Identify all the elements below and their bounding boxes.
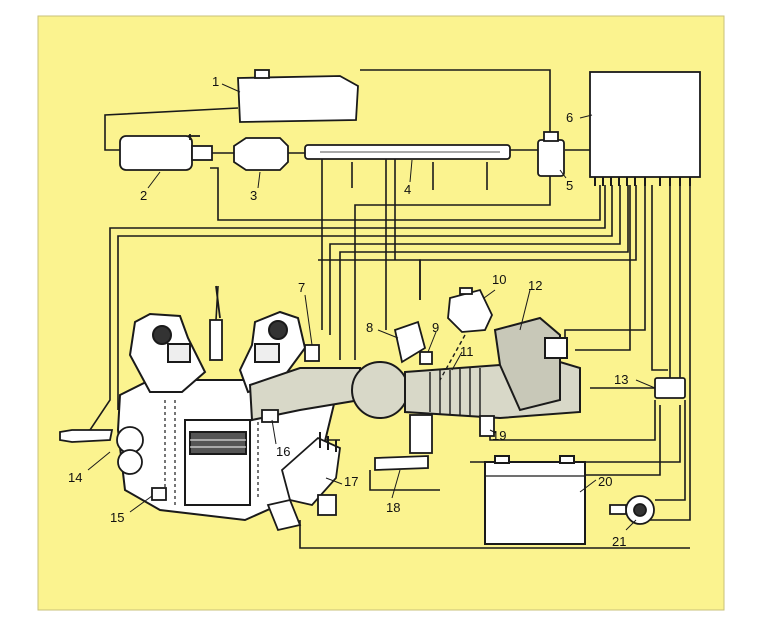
speed-sensor (151, 487, 167, 501)
pressure-regulator (537, 131, 565, 177)
callout-19: 19 (492, 428, 506, 443)
callout-11: 11 (460, 344, 474, 359)
electronic-control-unit (589, 71, 701, 186)
callout-labels: 1 2 3 4 5 6 7 8 9 10 11 12 13 14 15 16 1… (68, 74, 628, 549)
throttle-valve (479, 415, 495, 437)
callout-14: 14 (68, 470, 82, 485)
idle-air-valve (439, 334, 466, 381)
main-relay (654, 377, 686, 399)
battery (484, 455, 586, 545)
fuel-injector (374, 414, 433, 471)
fuel-tank (237, 69, 359, 123)
throttle-switch (419, 351, 433, 365)
auxiliary-air-valve (304, 344, 320, 362)
fuel-filter (233, 137, 289, 171)
left-cylinder-head (128, 312, 207, 393)
fuel-pump (119, 134, 213, 171)
callout-20: 20 (598, 474, 612, 489)
air-flow-meter (493, 316, 568, 412)
callout-leaders (87, 83, 656, 531)
air-flow-sensor (447, 287, 493, 333)
callout-13: 13 (614, 372, 628, 387)
callout-5: 5 (566, 178, 573, 193)
cold-start-valve (393, 320, 427, 364)
ignition-switch (609, 495, 655, 525)
callout-2: 2 (140, 188, 147, 203)
callout-16: 16 (276, 444, 290, 459)
callout-21: 21 (612, 534, 626, 549)
callout-7: 7 (298, 280, 305, 295)
callout-18: 18 (386, 500, 400, 515)
callout-10: 10 (492, 272, 506, 287)
fuel-rail (304, 144, 511, 160)
callout-3: 3 (250, 188, 257, 203)
coolant-sensor (261, 409, 279, 423)
callout-4: 4 (404, 182, 411, 197)
callout-6: 6 (566, 110, 573, 125)
right-cylinder-head (238, 310, 307, 394)
callout-1: 1 (212, 74, 219, 89)
callout-17: 17 (344, 474, 358, 489)
callout-8: 8 (366, 320, 373, 335)
lambda-sensor (209, 285, 223, 361)
temperature-sensor (59, 426, 144, 475)
callout-15: 15 (110, 510, 124, 525)
callout-9: 9 (432, 320, 439, 335)
ignition-distributor (266, 432, 341, 532)
callout-12: 12 (528, 278, 542, 293)
